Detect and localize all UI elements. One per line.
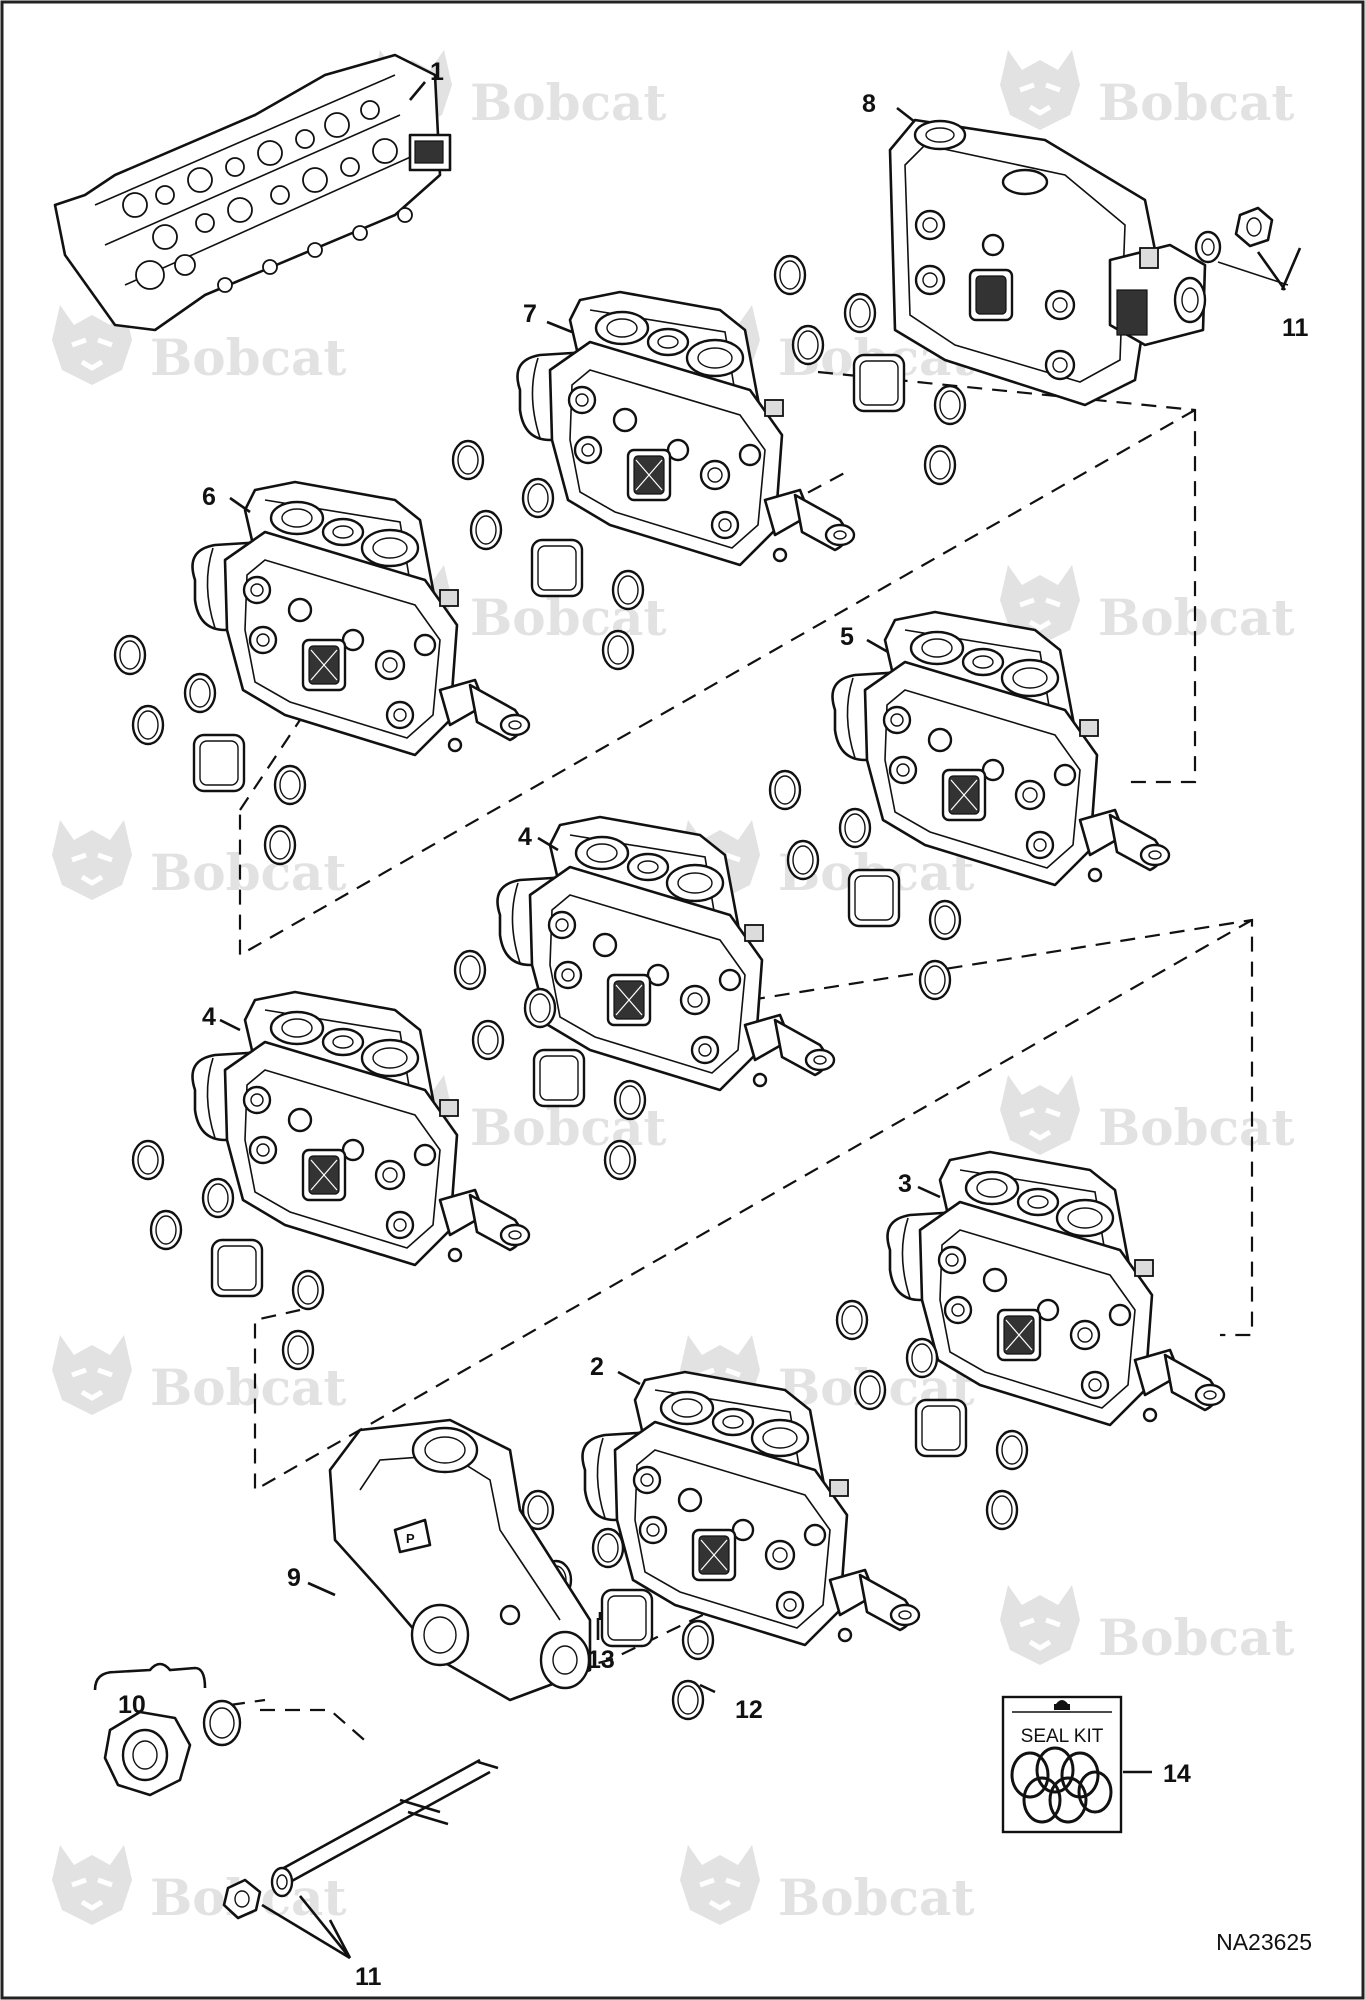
callout-9: 9 [287,1564,301,1592]
watermark-text: Bobcat [778,1868,975,1927]
document-id: NA23625 [1216,1929,1312,1955]
callout-14: 14 [1163,1760,1191,1788]
svg-text:P: P [406,1531,415,1546]
callout-8: 8 [862,90,876,118]
callout-5: 5 [840,623,854,651]
seal-kit-box: SEAL KIT [1001,1695,1152,1834]
callout-13: 13 [587,1646,615,1674]
watermark-text: Bobcat [1098,1098,1295,1157]
callout-2: 2 [590,1353,604,1381]
callout-3: 3 [898,1170,912,1198]
callout-1: 1 [430,58,444,86]
callout-11-top: 11 [1282,314,1309,342]
assembly-guide-lines [229,346,1254,1746]
seal-kit-label: SEAL KIT [1021,1726,1104,1747]
watermark-text: Bobcat [470,73,667,132]
callout-leader-lines [219,81,941,1694]
tie-rod [279,1758,499,1884]
callout-4-upper: 4 [518,823,532,851]
callout-11-bottom: 11 [355,1963,382,1991]
watermark-text: Bobcat [150,328,347,387]
callout-10: 10 [118,1691,146,1719]
watermark-text: Bobcat [1098,73,1295,132]
watermark-text: Bobcat [150,843,347,902]
callout-6: 6 [202,483,216,511]
watermark-text: Bobcat [1098,1608,1295,1667]
nut-and-washer-bottom [222,1866,352,1960]
inlet-section: P [328,1418,592,1702]
assembled-valve-block [53,53,452,332]
plug-assembly [93,1662,242,1797]
outlet-section-with-solenoid [888,118,1207,407]
callout-7: 7 [523,300,537,328]
watermark-text: Bobcat [150,1358,347,1417]
callout-4-lower: 4 [202,1003,216,1031]
callout-numbers: 1 8 11 7 6 5 4 4 3 2 9 13 12 10 14 11 [118,58,1309,1991]
watermark-text: Bobcat [1098,588,1295,647]
nut-and-washer-top [1194,206,1302,291]
callout-12: 12 [735,1696,763,1724]
